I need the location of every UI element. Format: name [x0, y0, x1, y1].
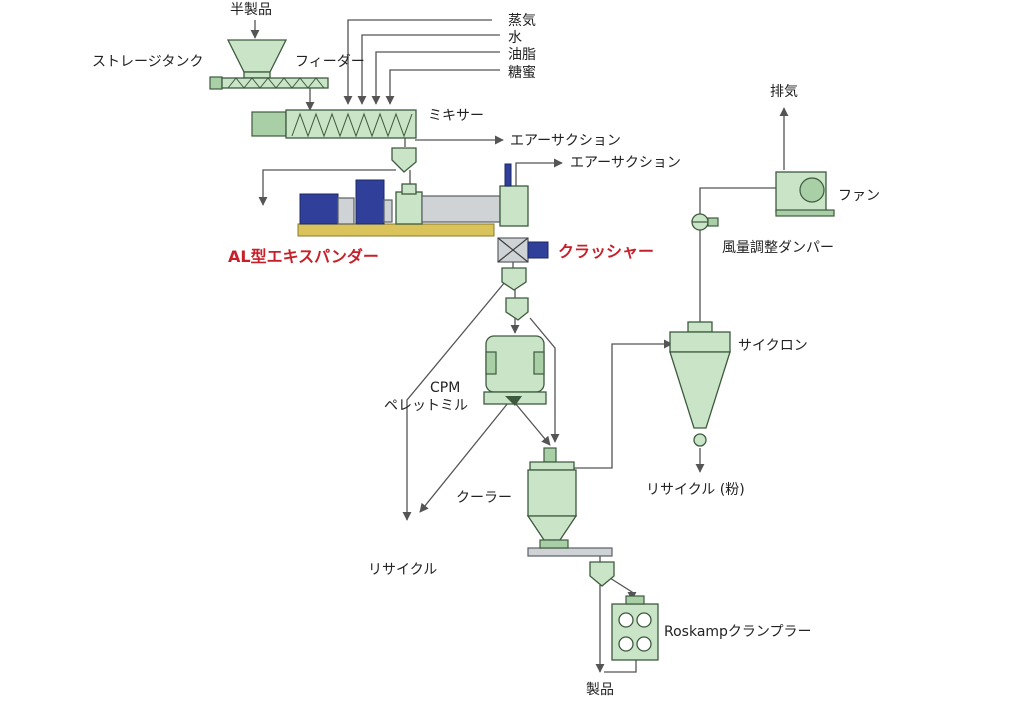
label-exhaust: 排気: [770, 84, 798, 100]
label-semi-product: 半製品: [230, 2, 272, 18]
label-oil: 油脂: [508, 47, 536, 63]
label-fan: ファン: [838, 188, 880, 204]
feeder-screw: [209, 76, 329, 90]
fan: [775, 171, 835, 217]
label-recycle: リサイクル: [368, 562, 437, 578]
label-recycle-powder: リサイクル (粉): [646, 482, 745, 498]
label-cooler: クーラー: [456, 490, 512, 506]
label-steam: 蒸気: [508, 13, 536, 29]
al-expander: [297, 163, 529, 237]
label-product: 製品: [586, 682, 614, 698]
label-cyclone: サイクロン: [738, 338, 808, 354]
label-air-suction-1: エアーサクション: [510, 133, 621, 149]
label-al-expander: AL型エキスパンダー: [228, 247, 379, 266]
roskamp-crumbler: [611, 595, 659, 661]
product-diverter: [589, 561, 615, 587]
splitter-1: [501, 267, 527, 291]
label-damper: 風量調整ダンパー: [722, 240, 834, 256]
label-water: 水: [508, 30, 522, 46]
label-crumbler: Roskampクランプラー: [664, 624, 812, 640]
label-feeder: フィーダー: [295, 54, 365, 70]
air-damper: [691, 213, 719, 231]
hopper: [226, 39, 288, 79]
label-pellet-mill-cpm: CPM: [430, 380, 460, 396]
label-mixer: ミキサー: [428, 108, 484, 124]
splitter-2: [505, 297, 529, 321]
label-air-suction-2: エアーサクション: [570, 155, 681, 171]
cooler: [526, 447, 613, 557]
label-molasses: 糖蜜: [508, 65, 536, 81]
diverter-valve: [391, 147, 417, 173]
label-storage-tank: ストレージタンク: [92, 54, 203, 70]
label-pellet-mill: ペレットミル: [384, 398, 468, 414]
flow-lines: [250, 19, 789, 673]
cyclone: [669, 321, 731, 447]
label-crusher: クラッシャー: [558, 242, 654, 261]
pellet-mill: [483, 335, 547, 406]
crusher: [497, 237, 549, 263]
mixer: [251, 109, 417, 139]
